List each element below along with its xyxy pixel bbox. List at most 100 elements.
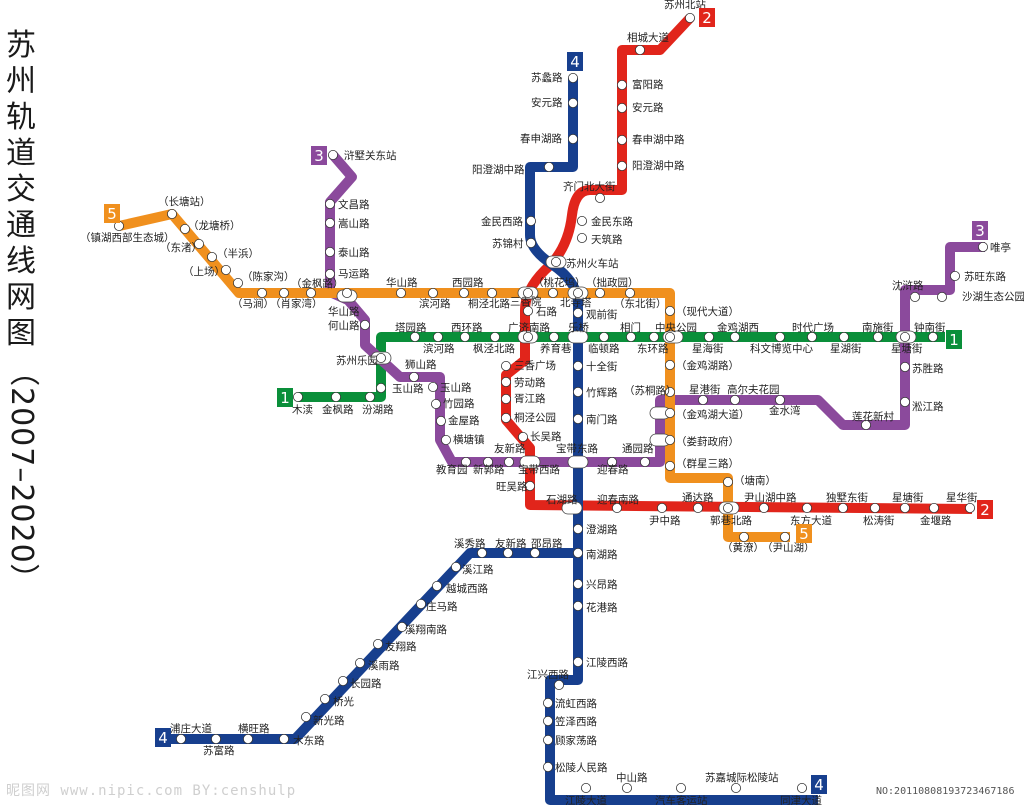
station[interactable]: 笠泽西路	[543, 715, 597, 728]
station[interactable]: 乐桥	[567, 322, 589, 344]
station[interactable]: 浒墅关东站	[327, 149, 397, 162]
station[interactable]: 石路	[523, 305, 557, 318]
station[interactable]: （长塘站）	[158, 195, 211, 219]
station[interactable]: 石湖路	[546, 493, 583, 515]
station[interactable]: 澄湖路	[573, 523, 618, 536]
station[interactable]: （肖家湾）	[270, 287, 323, 310]
station[interactable]	[341, 287, 352, 298]
station[interactable]: 庄马路	[415, 599, 458, 613]
station[interactable]: 金民西路	[481, 215, 537, 228]
station[interactable]: 金屋路	[435, 414, 480, 427]
station[interactable]: 迎春路	[597, 456, 629, 476]
station[interactable]: 桐泾公园	[500, 411, 556, 424]
station[interactable]: 迎春南路	[597, 493, 639, 513]
station[interactable]: 独墅东街	[826, 491, 868, 513]
station[interactable]: 顾家荡路	[543, 734, 597, 747]
station[interactable]: 南湖路	[573, 548, 618, 561]
station[interactable]: 临顿路	[588, 331, 620, 355]
station[interactable]: 天筑路	[577, 232, 623, 246]
station[interactable]: 星塘街	[892, 491, 924, 513]
station[interactable]: 横旺路	[238, 722, 270, 745]
station[interactable]: 尹山湖中路	[744, 491, 797, 513]
station[interactable]: 劳动路	[500, 376, 546, 389]
station[interactable]: 友翔路	[372, 639, 417, 653]
station[interactable]: 苏富路	[203, 734, 235, 757]
station[interactable]: 时代广场	[792, 321, 834, 342]
station[interactable]: 流虹西路	[543, 697, 597, 710]
station[interactable]: 玉山路	[427, 381, 472, 394]
station[interactable]: 马运路	[324, 267, 370, 280]
station[interactable]: 钟南街	[914, 321, 946, 342]
station[interactable]: 春申湖路	[520, 132, 579, 145]
station[interactable]: （群星三路）	[665, 457, 739, 471]
station[interactable]: 新光路	[300, 712, 345, 727]
station[interactable]: 松涛街	[863, 502, 895, 527]
station[interactable]: 竹园路	[430, 397, 475, 410]
station[interactable]: （黄潦）	[722, 532, 764, 554]
station[interactable]: 沈浒路	[892, 279, 924, 302]
station[interactable]: 江陵西路	[573, 656, 628, 669]
station[interactable]: （娄葑政府）	[665, 434, 739, 448]
station[interactable]: 中山路	[616, 771, 648, 794]
station[interactable]	[523, 287, 534, 298]
station[interactable]: 西环路	[451, 321, 483, 342]
station[interactable]: 金鸡湖西	[717, 321, 759, 342]
station[interactable]: 汽车客运站	[655, 783, 708, 805]
station[interactable]: 十全街	[573, 360, 618, 373]
station[interactable]: 星塘街	[891, 330, 923, 355]
station[interactable]: 星港街	[689, 383, 721, 405]
station[interactable]: 南门路	[573, 413, 618, 426]
station[interactable]: 同津大道	[780, 783, 822, 805]
station[interactable]: 苏州北站	[664, 0, 706, 23]
station[interactable]: 滨河路	[423, 331, 455, 355]
station[interactable]: 溪翔南路	[396, 622, 447, 636]
station[interactable]: 尹中路	[649, 502, 681, 527]
station[interactable]	[900, 331, 911, 342]
station[interactable]: （尹山湖）	[762, 532, 815, 554]
station[interactable]: 桐泾北路	[468, 287, 510, 310]
station[interactable]: 苏嘉城际松陵站	[705, 771, 779, 794]
station[interactable]: （东渚）	[160, 238, 204, 254]
station[interactable]: 富阳路	[617, 78, 664, 91]
station[interactable]: 苏锦村	[492, 237, 537, 250]
station[interactable]: 宝带东路	[556, 442, 598, 469]
station[interactable]: 高尔夫花园	[727, 383, 780, 405]
station[interactable]: 春申湖中路	[617, 133, 685, 146]
station[interactable]	[573, 287, 584, 298]
station[interactable]: 相门	[620, 321, 641, 342]
station[interactable]: 阳澄湖中路	[617, 159, 685, 172]
station[interactable]: 汾湖路	[362, 391, 394, 416]
station[interactable]: 兴昂路	[573, 578, 618, 591]
station[interactable]: 三香广场	[500, 359, 556, 372]
station[interactable]: （桃花坞）	[533, 276, 586, 298]
station[interactable]: 溪秀路	[454, 537, 487, 559]
station[interactable]	[375, 352, 386, 363]
station[interactable]: 莲花新村	[852, 410, 894, 430]
station[interactable]: 文昌路	[324, 198, 370, 211]
station[interactable]: 枫泾北路	[473, 331, 515, 355]
station[interactable]: （东北街）	[614, 287, 667, 310]
station[interactable]: 宝带西路	[518, 455, 560, 476]
station[interactable]: 长吴路	[518, 430, 562, 443]
station[interactable]: 江兴西路	[527, 668, 569, 691]
station[interactable]: 星华街	[946, 491, 978, 513]
station[interactable]: 观前街	[573, 307, 618, 321]
station[interactable]: （龙塘桥）	[179, 219, 241, 234]
station[interactable]: 苏胜路	[900, 361, 944, 375]
station[interactable]: 桥光	[319, 694, 354, 708]
station[interactable]: 唯亭	[978, 241, 1011, 254]
station[interactable]: 邵昂路	[530, 537, 563, 559]
station[interactable]: 教育园	[436, 456, 471, 476]
station[interactable]: 浦庄大道	[170, 722, 212, 745]
station[interactable]: 东环路	[637, 331, 669, 355]
station[interactable]: 松陵人民路	[543, 761, 608, 774]
station[interactable]: （现代大道）	[665, 305, 739, 318]
station[interactable]: 安元路	[531, 96, 579, 109]
station[interactable]: 金枫路	[322, 391, 354, 416]
station[interactable]	[551, 256, 562, 267]
station[interactable]: （金鸡湖路）	[665, 359, 739, 372]
station[interactable]: 苏州火车站	[545, 255, 619, 270]
station[interactable]: 齐门北大街	[563, 180, 616, 203]
station[interactable]: 东方大道	[790, 502, 832, 527]
station[interactable]: 何山路	[328, 319, 370, 332]
